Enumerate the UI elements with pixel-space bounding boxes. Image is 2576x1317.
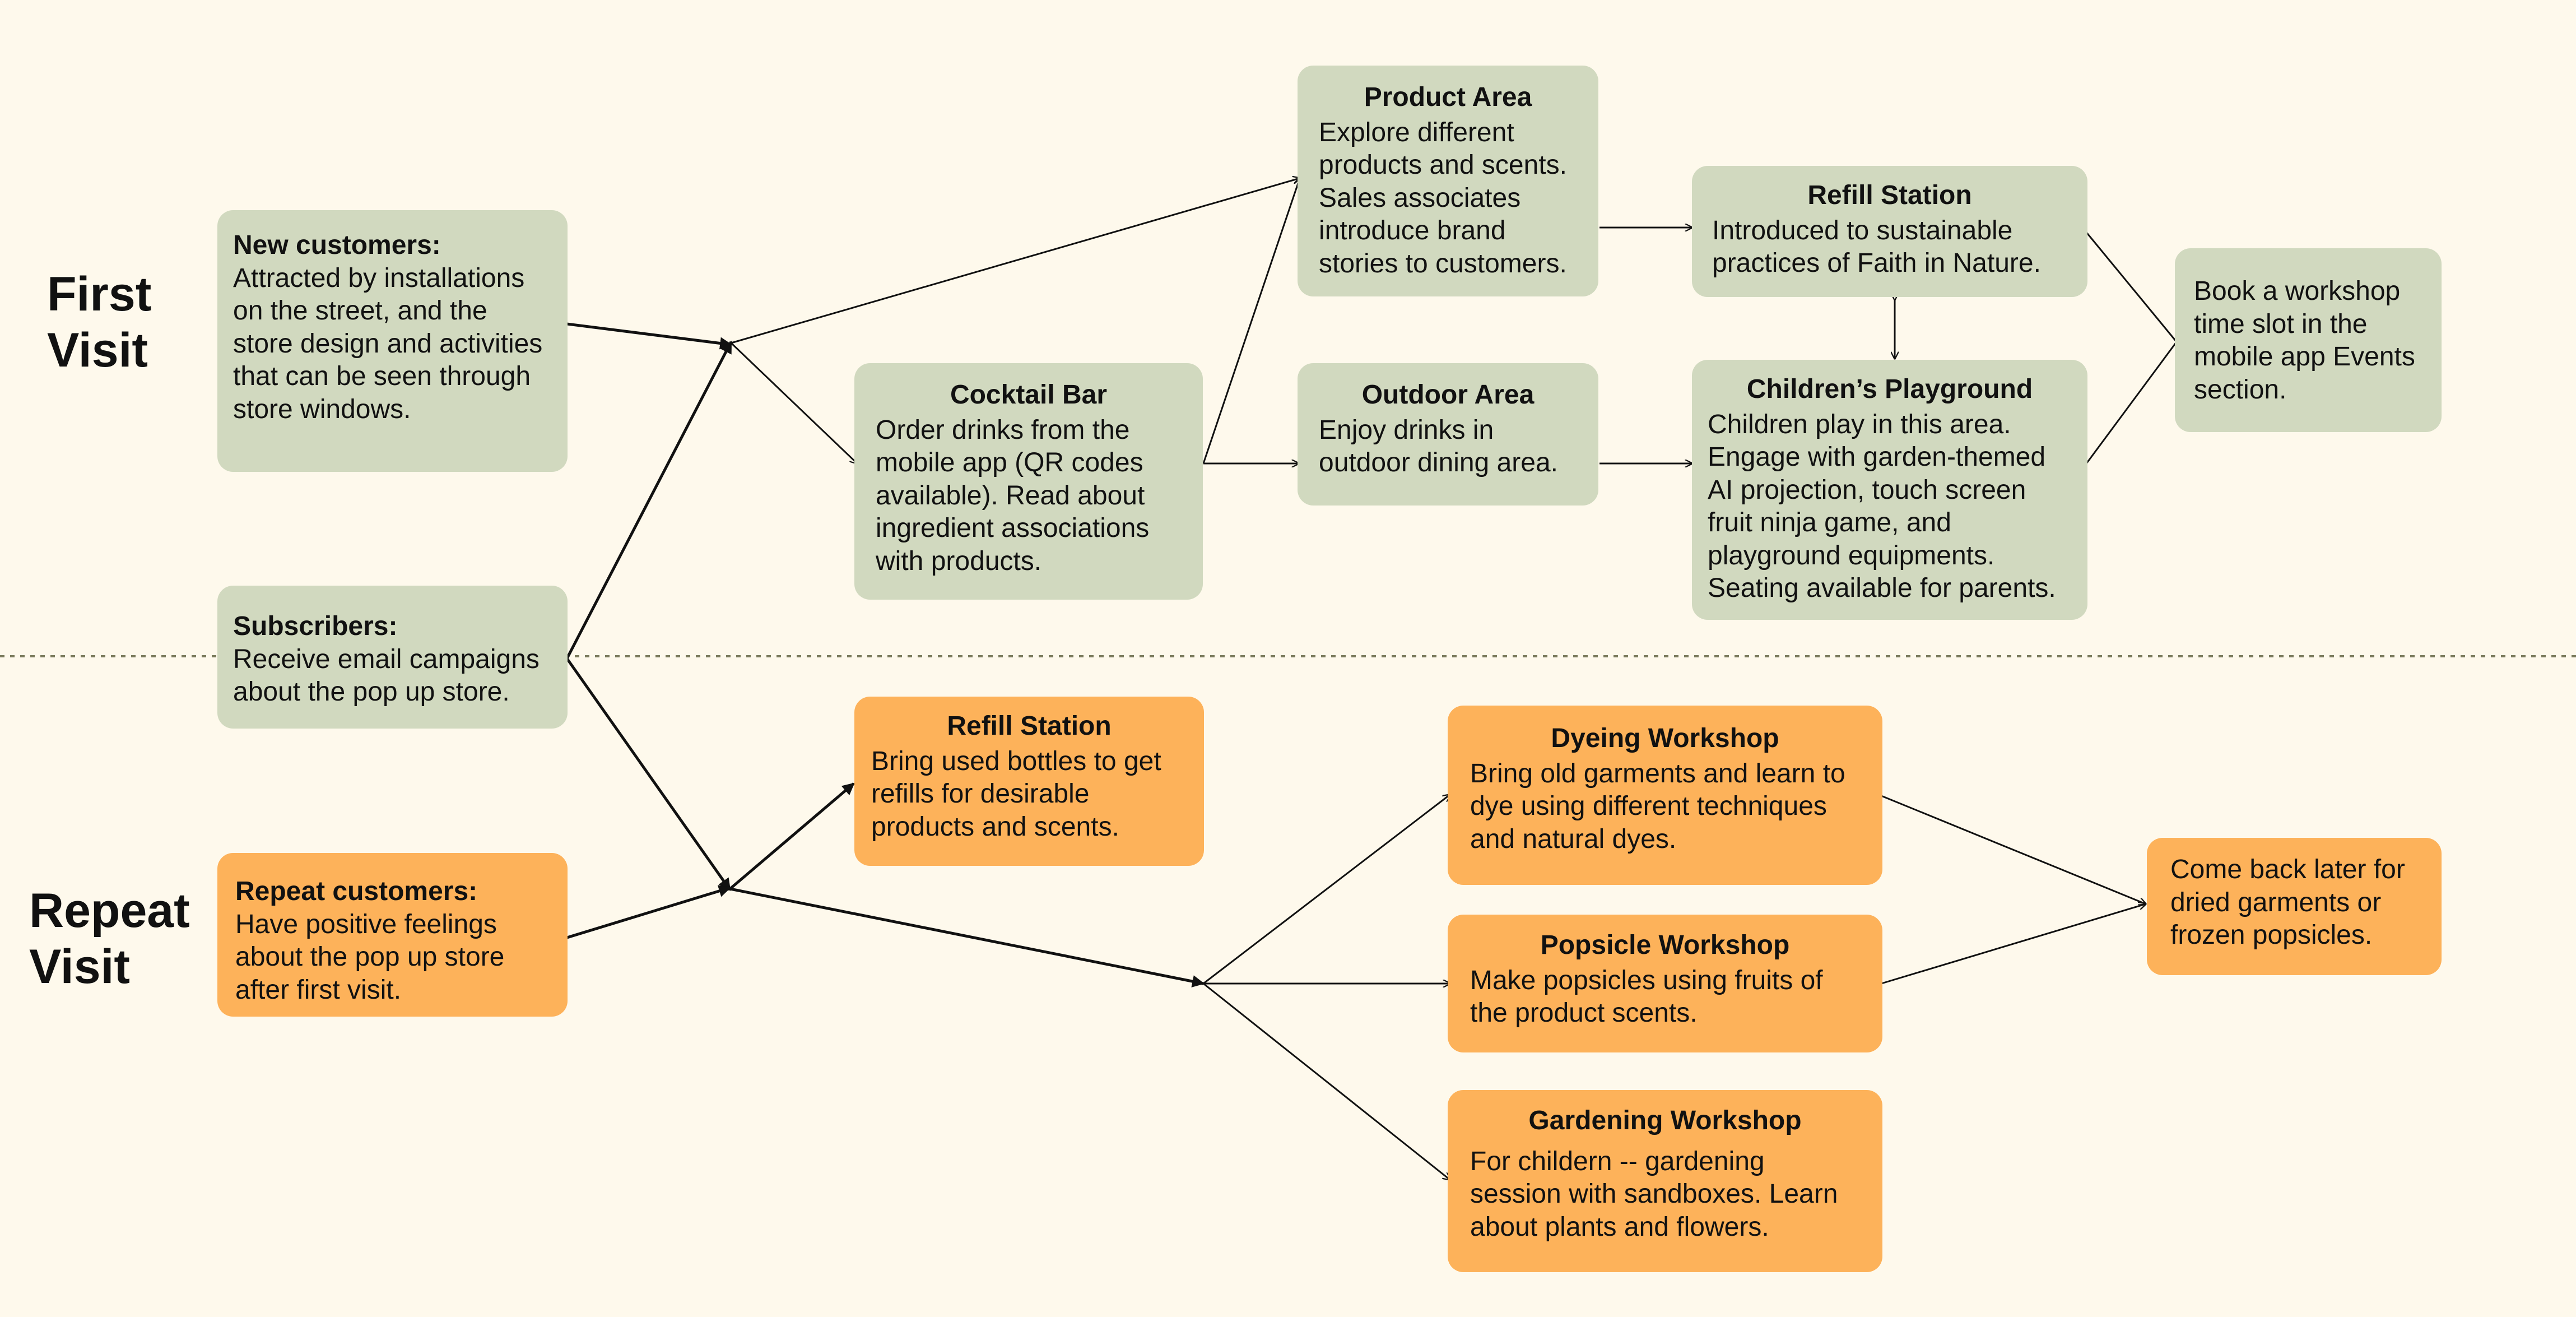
outdoor-area-box: Outdoor Area Enjoy drinks in outdoor din… [1298,363,1598,506]
connector-junction-to-refill-repeat [729,782,855,890]
subscribers-title: Subscribers: [233,611,398,641]
dyeing-workshop-title: Dyeing Workshop [1551,724,1779,753]
connector-subscribers-to-junction-repeat [565,657,732,891]
connector-dyeing-to-come-back [1881,795,2146,904]
product-area-title: Product Area [1364,82,1532,112]
refill-station-repeat-body: Bring used bottles to get refills for de… [871,746,1161,842]
childrens-playground-body: Children play in this area. Engage with … [1708,409,2056,604]
gardening-workshop-title: Gardening Workshop [1528,1106,1802,1135]
gardening-workshop-body: For childern -- gardening session with s… [1470,1146,1838,1242]
connector-to-dyeing [1203,795,1450,985]
come-back-later-box: Come back later for dried garments or fr… [2147,838,2442,975]
connector-repeat-to-junction [566,885,732,939]
cocktail-bar-box: Cocktail Bar Order drinks from the mobil… [854,363,1203,600]
dyeing-workshop-body: Bring old garments and learn to dye usin… [1470,758,1845,854]
repeat-customers-body: Have positive feelings about the pop up … [235,909,505,1005]
connector-junction-to-workshops [729,887,1205,987]
connector-subscribers-to-junction-first [565,341,733,660]
popsicle-workshop-body: Make popsicles using fruits of the produ… [1470,965,1823,1028]
dyeing-workshop-box: Dyeing Workshop Bring old garments and l… [1448,706,1882,885]
repeat-visit-label: Repeat Visit [29,883,190,995]
repeat-visit-label-line1: Repeat [29,884,190,938]
popsicle-workshop-box: Popsicle Workshop Make popsicles using f… [1448,915,1882,1052]
first-visit-label: First Visit [47,266,151,378]
refill-station-first-title: Refill Station [1807,180,1972,210]
product-area-box: Product Area Explore different products … [1298,66,1598,296]
popsicle-workshop-title: Popsicle Workshop [1540,930,1790,960]
repeat-customers-title: Repeat customers: [235,877,478,906]
come-back-later-body: Come back later for dried garments or fr… [2170,855,2405,950]
connector-popsicle-to-come-back [1881,904,2146,985]
first-visit-label-line1: First [47,267,152,321]
refill-station-repeat-title: Refill Station [947,711,1112,741]
outdoor-area-title: Outdoor Area [1361,380,1535,410]
connector-to-gardening [1203,982,1450,1180]
refill-station-first-body: Introduced to sustainable practices of F… [1712,215,2041,279]
repeat-customers-box: Repeat customers: Have positive feelings… [217,853,568,1017]
product-area-body: Explore different products and scents. S… [1319,117,1567,279]
first-visit-label-line2: Visit [47,323,148,377]
connector-playground-to-book [2084,341,2178,466]
gardening-workshop-box: Gardening Workshop For childern -- garde… [1448,1090,1882,1272]
outdoor-area-body: Enjoy drinks in outdoor dining area. [1319,415,1558,478]
childrens-playground-title: Children’s Playground [1746,374,2033,404]
connector-refill-to-book [2084,230,2178,342]
new-customers-title: New customers: [233,230,441,260]
new-customers-box: New customers: Attracted by installation… [217,210,568,472]
subscribers-body: Receive email campaigns about the pop up… [233,644,540,707]
repeat-visit-label-line2: Visit [29,940,131,994]
connector-junction-to-cocktail-bar [730,342,857,463]
connector-new-to-junction [566,322,733,350]
new-customers-body: Attracted by installations on the street… [233,263,543,424]
connector-junction-to-product-area [731,178,1300,344]
connector-cocktail-to-product-area [1202,178,1300,464]
book-workshop-box: Book a workshop time slot in the mobile … [2175,248,2442,432]
book-workshop-body: Book a workshop time slot in the mobile … [2194,276,2415,405]
refill-station-repeat-box: Refill Station Bring used bottles to get… [854,697,1204,866]
cocktail-bar-body: Order drinks from the mobile app (QR cod… [876,415,1150,576]
refill-station-first-box: Refill Station Introduced to sustainable… [1692,166,2087,297]
childrens-playground-box: Children’s Playground Children play in t… [1692,360,2087,620]
cocktail-bar-title: Cocktail Bar [950,380,1108,410]
subscribers-box: Subscribers: Receive email campaigns abo… [217,586,568,729]
